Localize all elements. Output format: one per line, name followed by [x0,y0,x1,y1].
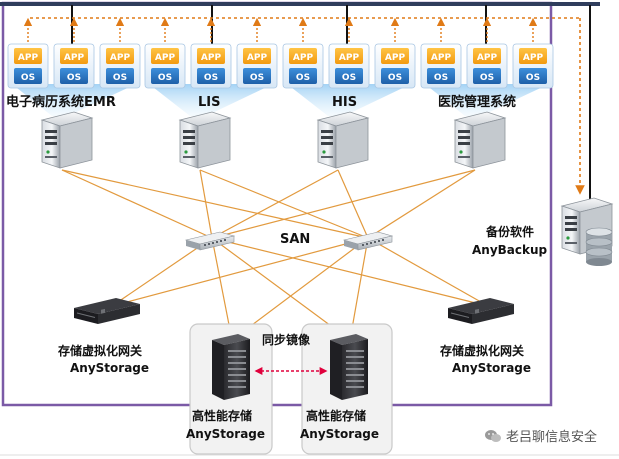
vm-beams [12,84,549,116]
storage-tower-icon [330,334,368,400]
server-icon [41,111,93,169]
storage-right-line1: 高性能存储 [306,409,367,423]
vm-app-label: APP [18,53,39,63]
server-icon [454,111,506,169]
vm-app-label: APP [201,53,222,63]
vm-os-label: OS [113,73,127,83]
san-links [61,169,489,341]
san-link [211,237,233,341]
san-link [61,169,213,239]
database-icon [585,227,613,266]
storage-tower-icon [212,334,250,400]
bus-drops [71,5,591,200]
vm-os-label: OS [342,73,356,83]
app-label-lis: LIS [198,95,221,110]
gateway-left-line2: AnyStorage [70,361,150,375]
san-link [231,237,369,341]
san-link [199,169,369,239]
storage-left-line1: 高性能存储 [192,409,253,423]
san-link [337,169,369,239]
backup-arrows [23,17,538,42]
storage-left-line2: AnyStorage [186,427,266,441]
vm-app-label: APP [523,53,544,63]
vm-beam [12,84,136,116]
vm-os-label: OS [526,73,540,83]
vm-os-label: OS [21,73,35,83]
vm-card: APP OS [144,43,186,89]
app-servers [41,111,506,169]
san-link [349,237,369,341]
gateway-left-line1: 存储虚拟化网关 [58,344,143,358]
storage-right-line2: AnyStorage [300,427,380,441]
vm-os-label: OS [296,73,310,83]
switch-icon [185,231,235,251]
vm-os-label: OS [388,73,402,83]
wechat-icon [484,429,501,442]
app-label-emr: 电子病历系统EMR [6,95,116,110]
vm-app-label: APP [64,53,85,63]
vm-beam [425,84,549,116]
vm-app-label: APP [293,53,314,63]
vm-app-label: APP [247,53,268,63]
vm-card: APP OS [99,43,141,89]
vm-card: APP OS [53,43,95,89]
san-link [111,237,213,307]
mirror-label: 同步镜像 [262,333,311,347]
vm-app-label: APP [110,53,131,63]
server-icon [179,111,231,169]
vm-app-label: APP [385,53,406,63]
san-link [211,169,476,239]
backup-server [561,197,613,266]
rack-gateway-icon [447,297,515,325]
vm-card: APP OS [328,43,370,89]
vm-card: APP OS [7,43,49,89]
vm-beam [149,84,273,116]
san-link [367,169,476,239]
san-link [211,169,339,239]
vm-card: APP OS [420,43,462,89]
san-link [199,169,213,239]
vm-layer: APP OS APP OS APP OS APP OS APP OS APP OS APP OS APP OS… [7,43,554,89]
vm-app-label: APP [431,53,452,63]
backup-label-line1: 备份软件 [486,225,535,239]
gateway-right-line1: 存储虚拟化网关 [440,344,525,358]
vm-card: APP OS [512,43,554,89]
watermark-text: 老吕聊信息安全 [505,430,597,445]
vm-app-label: APP [155,53,176,63]
vm-os-label: OS [67,73,81,83]
app-label-hospital-mgmt: 医院管理系统 [438,95,517,110]
vm-card: APP OS [374,43,416,89]
vm-app-label: APP [477,53,498,63]
san-link [61,169,369,239]
san-link [367,237,489,307]
vm-card: APP OS [466,43,508,89]
vm-os-label: OS [434,73,448,83]
vm-beam [287,84,411,116]
backup-label-line2: AnyBackup [472,243,548,257]
vm-card: APP OS [282,43,324,89]
vm-app-label: APP [339,53,360,63]
rack-gateway-icon [73,297,141,325]
vm-os-label: OS [480,73,494,83]
san-link [111,237,369,307]
app-label-his: HIS [332,95,358,110]
gateway-right-line2: AnyStorage [452,361,532,375]
san-label: SAN [280,232,311,247]
vm-card: APP OS [190,43,232,89]
vm-os-label: OS [158,73,172,83]
watermark: 老吕聊信息安全 [484,426,597,445]
vm-card: APP OS [236,43,278,89]
vm-os-label: OS [250,73,264,83]
san-link [211,237,489,307]
server-icon [317,111,369,169]
vm-os-label: OS [204,73,218,83]
san-link [211,237,351,341]
